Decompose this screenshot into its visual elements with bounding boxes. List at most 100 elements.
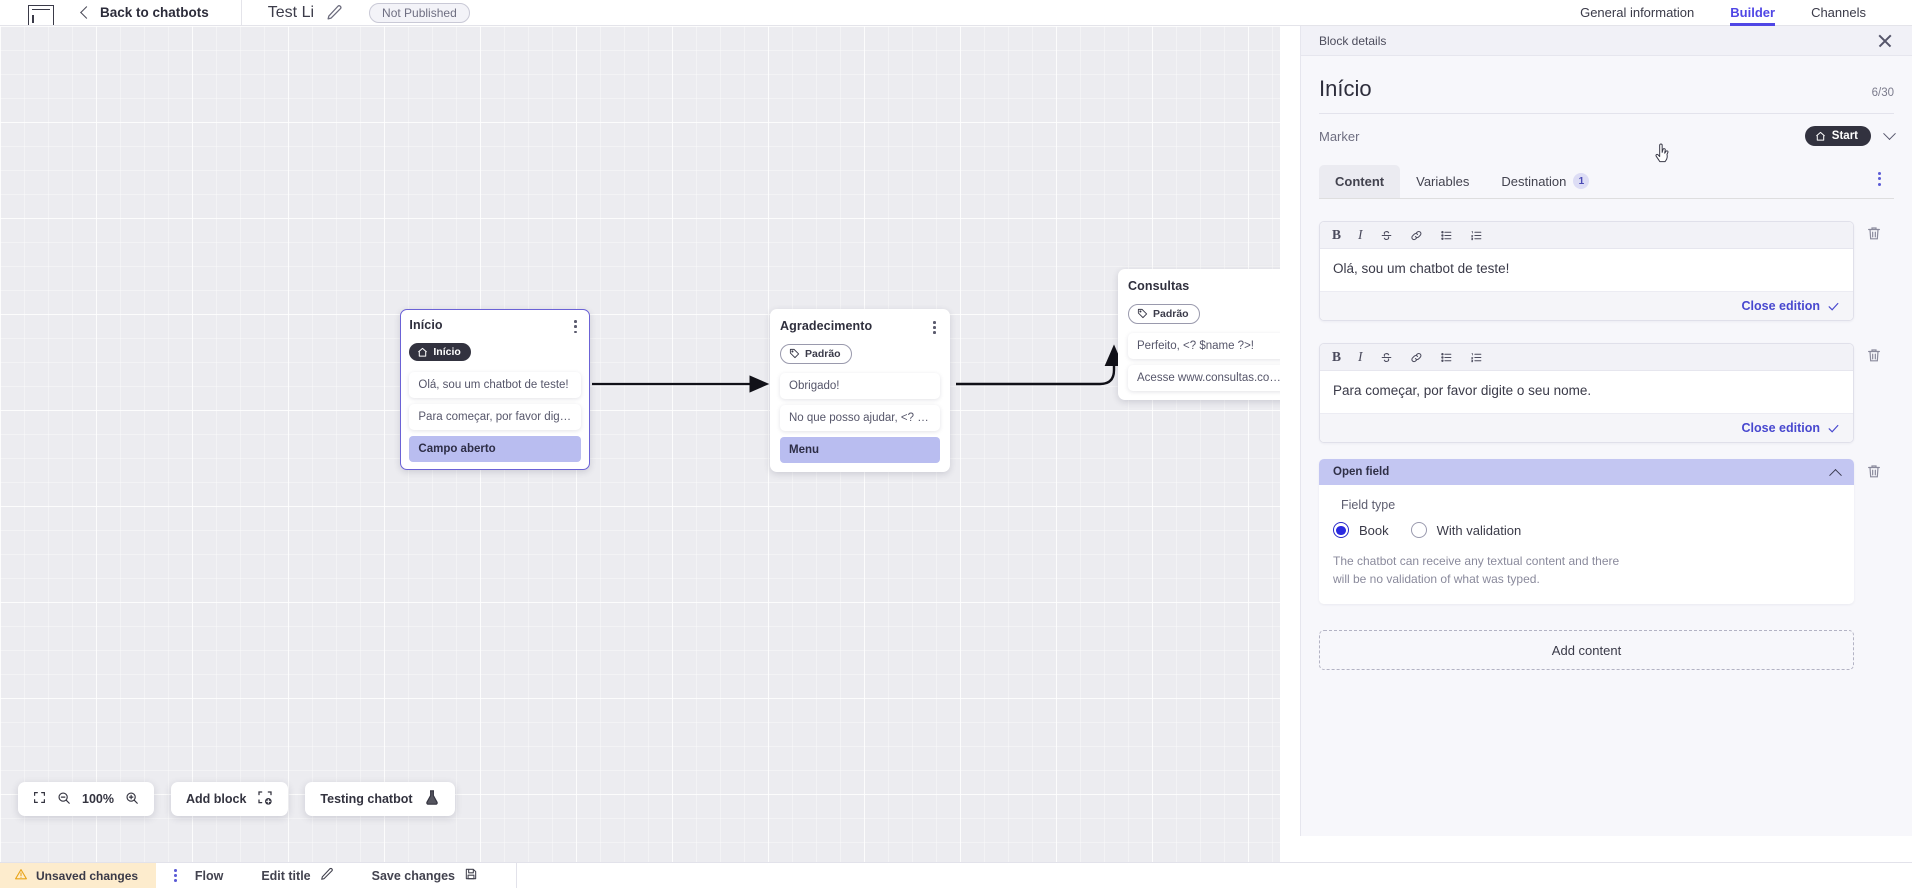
tab-channels[interactable]: Channels	[1811, 5, 1866, 20]
editor-content[interactable]: Para começar, por favor digite o seu nom…	[1333, 383, 1592, 399]
check-icon	[1828, 424, 1839, 433]
close-icon[interactable]	[1876, 32, 1894, 50]
add-block-icon	[257, 790, 273, 809]
node-chip-label: Padrão	[1153, 307, 1189, 320]
radio-book-dot[interactable]	[1333, 522, 1349, 539]
open-field-header[interactable]: Open field	[1319, 459, 1854, 486]
node-header: Agradecimento	[780, 319, 940, 336]
save-changes-label: Save changes	[371, 868, 456, 883]
numbered-list-icon[interactable]	[1470, 351, 1483, 364]
block-details-header: Block details	[1301, 26, 1912, 56]
edit-title-button[interactable]: Edit title	[261, 867, 333, 884]
pencil-icon[interactable]	[326, 4, 343, 21]
block-details-panel: Block details Início 6/30 Marker Start	[1300, 26, 1912, 836]
chevron-up-icon[interactable]	[1829, 468, 1842, 482]
home-icon	[418, 347, 428, 357]
italic-icon[interactable]: I	[1358, 227, 1363, 242]
delete-open-field-button[interactable]	[1854, 459, 1894, 480]
node-row-accent[interactable]: Menu	[780, 437, 940, 464]
open-field-body: Field type Book With validation	[1319, 485, 1854, 605]
tab-builder[interactable]: Builder	[1730, 0, 1775, 26]
fit-screen-icon[interactable]	[33, 791, 46, 807]
tab-content[interactable]: Content	[1319, 165, 1401, 198]
close-edition-button[interactable]: Close edition	[1742, 299, 1840, 313]
block-details-body: Início 6/30 Marker Start Content	[1301, 56, 1912, 836]
bold-icon[interactable]: B	[1332, 227, 1342, 242]
marker-label: Marker	[1319, 128, 1360, 144]
testing-chatbot-button[interactable]: Testing chatbot	[305, 782, 455, 816]
node-chip-padrao[interactable]: Padrão	[780, 343, 852, 364]
save-disk-icon	[464, 867, 478, 884]
rich-text-editor[interactable]: B I	[1319, 221, 1854, 322]
node-chip-padrao[interactable]: Padrão	[1128, 303, 1200, 324]
testing-chatbot-label: Testing chatbot	[320, 792, 413, 806]
panel-top-tabs: General information Builder Channels	[1280, 0, 1912, 26]
node-header: Início	[409, 318, 580, 335]
editor-footer: Close edition	[1320, 413, 1853, 443]
node-chip-start[interactable]: Início	[409, 343, 471, 362]
char-counter: 6/30	[1871, 87, 1894, 99]
node-row[interactable]: Acesse www.consultas.com par...	[1128, 365, 1296, 392]
unsaved-changes-label: Unsaved changes	[36, 868, 139, 883]
numbered-list-icon[interactable]	[1470, 229, 1483, 242]
radio-book[interactable]: Book	[1333, 522, 1389, 539]
flow-node-consultas[interactable]: Consultas Padrão Perfeito, <? $name ?>! …	[1118, 269, 1306, 401]
zoom-in-icon[interactable]	[125, 791, 139, 808]
node-title: Agradecimento	[780, 319, 873, 333]
node-row-accent[interactable]: Campo aberto	[409, 435, 581, 462]
open-field-title: Open field	[1333, 466, 1390, 479]
node-row[interactable]: Para começar, por favor digite o ...	[409, 403, 581, 430]
flow-button[interactable]: Flow	[195, 869, 223, 883]
tab-variables[interactable]: Variables	[1400, 165, 1485, 198]
node-menu-button[interactable]	[929, 319, 940, 336]
bulleted-list-icon[interactable]	[1440, 229, 1453, 242]
block-content-tabs: Content Variables Destination 1	[1319, 164, 1894, 199]
close-edition-button[interactable]: Close edition	[1742, 421, 1840, 435]
tab-general-information[interactable]: General information	[1580, 5, 1695, 20]
marker-value: Start	[1831, 130, 1858, 142]
delete-content-button[interactable]	[1854, 221, 1894, 242]
zoom-controls[interactable]: 100%	[18, 782, 154, 816]
editor-content[interactable]: Olá, sou um chatbot de teste!	[1333, 261, 1510, 276]
editor-footer: Close edition	[1320, 291, 1853, 321]
trash-icon	[1868, 227, 1880, 240]
bulleted-list-icon[interactable]	[1440, 351, 1453, 364]
app-logo-icon[interactable]	[26, 0, 56, 25]
italic-icon[interactable]: I	[1358, 349, 1363, 365]
add-content-button[interactable]: Add content	[1319, 630, 1854, 671]
strikethrough-icon[interactable]	[1380, 229, 1393, 242]
chatbot-name: Test Li	[267, 3, 315, 21]
link-icon[interactable]	[1410, 229, 1423, 242]
flow-node-inicio[interactable]: Início Início Olá, sou um chatbot de tes…	[400, 309, 590, 471]
radio-with-validation-dot[interactable]	[1410, 522, 1427, 539]
node-row[interactable]: No que posso ajudar, <? $name ...	[780, 405, 940, 432]
flow-label: Flow	[194, 868, 224, 883]
marker-start-pill[interactable]: Start	[1804, 126, 1871, 146]
save-changes-button[interactable]: Save changes	[372, 867, 478, 884]
tab-destination[interactable]: Destination 1	[1485, 164, 1605, 198]
back-to-chatbots-button[interactable]: Back to chatbots	[80, 5, 209, 20]
right-panel: General information Builder Channels Blo…	[1280, 0, 1912, 862]
unsaved-changes-indicator: Unsaved changes	[0, 862, 157, 888]
field-type-label: Field type	[1341, 498, 1396, 513]
status-overflow-menu-button[interactable]	[174, 868, 177, 883]
flow-node-agradecimento[interactable]: Agradecimento Padrão Obrigado! No que po…	[770, 309, 950, 473]
node-chip-label: Início	[433, 346, 461, 359]
node-row[interactable]: Perfeito, <? $name ?>!	[1128, 333, 1296, 360]
radio-with-validation[interactable]: With validation	[1410, 522, 1521, 539]
link-icon[interactable]	[1410, 351, 1423, 364]
tabs-overflow-menu-button[interactable]	[1875, 169, 1884, 189]
chevron-down-icon[interactable]	[1883, 126, 1896, 140]
node-menu-button[interactable]	[570, 318, 581, 335]
delete-content-button[interactable]	[1854, 343, 1894, 364]
strikethrough-icon[interactable]	[1380, 351, 1393, 364]
rich-text-editor[interactable]: B I	[1319, 343, 1854, 444]
zoom-out-icon[interactable]	[57, 791, 71, 808]
add-block-button[interactable]: Add block	[170, 782, 289, 816]
node-row[interactable]: Obrigado!	[780, 373, 940, 400]
tag-icon	[789, 349, 800, 359]
page-title: Início	[1319, 76, 1372, 101]
node-chip-label: Padrão	[805, 347, 841, 360]
node-row[interactable]: Olá, sou um chatbot de teste!	[409, 371, 581, 398]
bold-icon[interactable]: B	[1332, 349, 1342, 365]
